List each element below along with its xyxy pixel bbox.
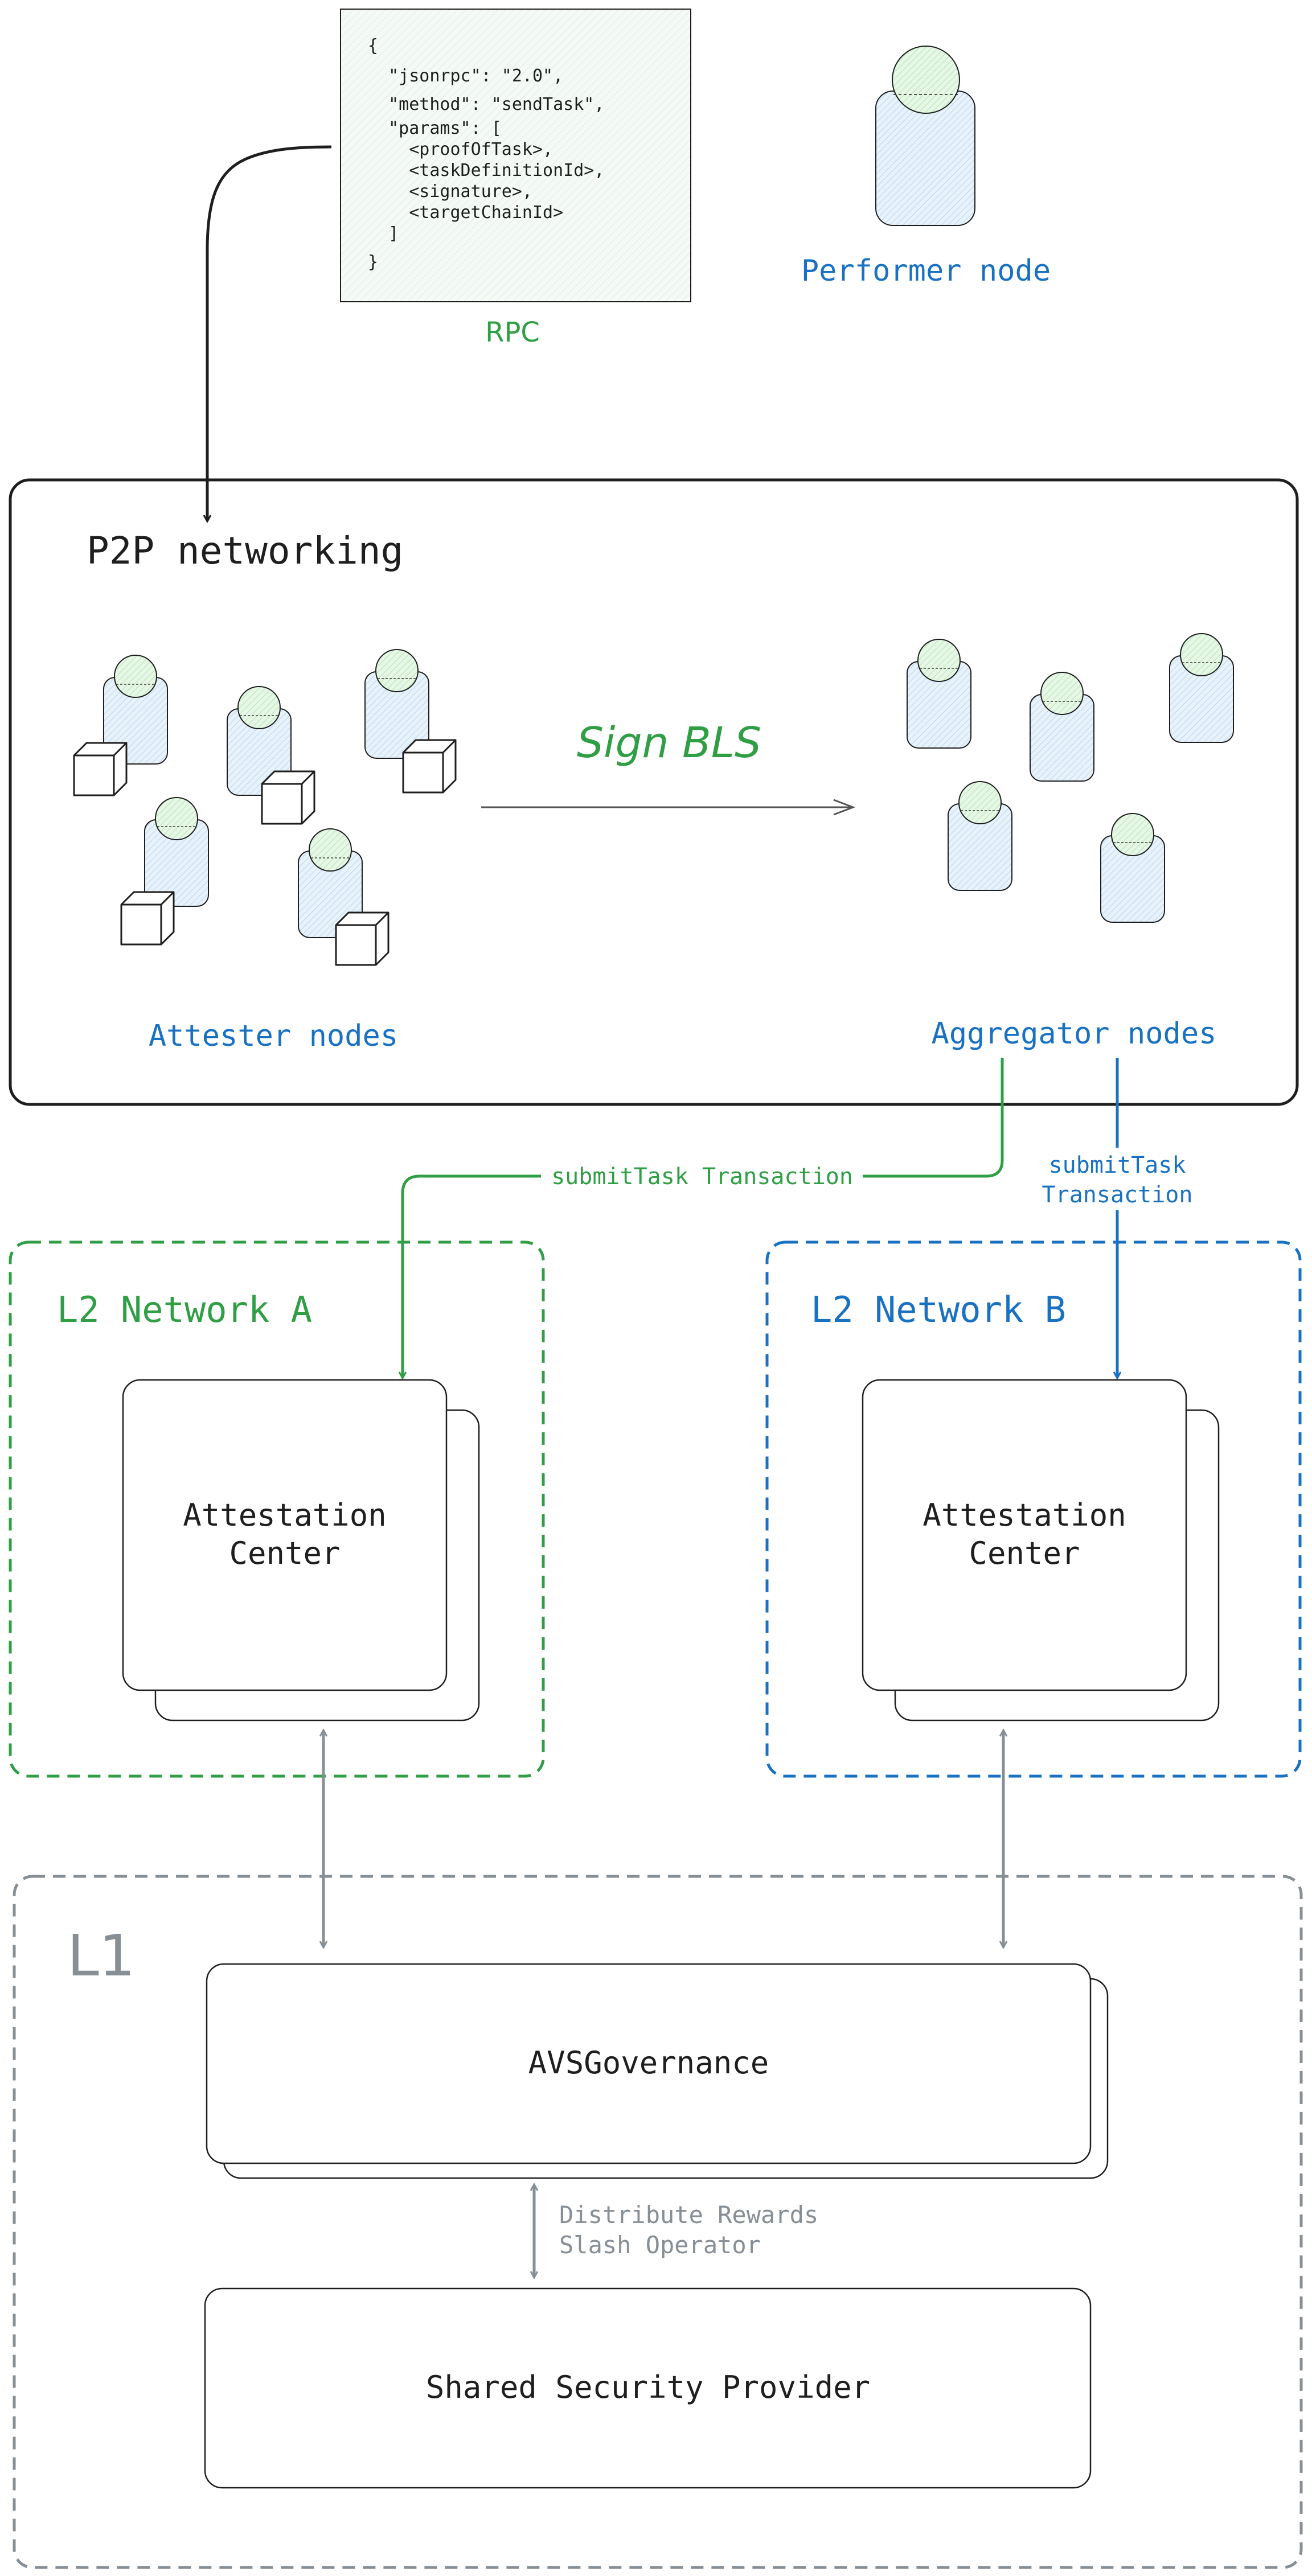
l2a-attestation-center: [122, 1379, 448, 1691]
attester-node: [227, 686, 315, 825]
rewards-label-line1: Distribute Rewards: [559, 2201, 818, 2229]
attester-label: Attester nodes: [149, 1019, 398, 1053]
l2a-frame: [9, 1240, 545, 1778]
aggregator-node: [1100, 813, 1165, 923]
submit-task-b-label-line1: submitTask: [1049, 1152, 1186, 1178]
cube-icon: [402, 739, 457, 794]
l2b-center-line2: Center: [969, 1535, 1080, 1571]
submit-task-a-label-bg: [541, 1161, 863, 1191]
sign-bls-label: Sign BLS: [577, 718, 761, 767]
rpc-card: { "jsonrpc": "2.0", "method": "sendTask"…: [340, 9, 691, 348]
cube-icon: [73, 742, 128, 796]
performer-label: Performer node: [801, 254, 1051, 288]
person-icon: [875, 46, 975, 226]
rpc-arrow: [207, 145, 332, 521]
l2b-frame: [765, 1240, 1302, 1778]
p2p-network-box: P2P networking Attester nodes Sign BLS A…: [9, 478, 1299, 1106]
submit-task-b-label-bg: [1031, 1148, 1204, 1210]
person-icon: [1100, 813, 1165, 923]
rpc-code-line: "params": [: [368, 118, 502, 138]
shared-security-provider-box: [204, 2287, 1092, 2489]
person-icon: [948, 781, 1012, 891]
aggregator-node: [948, 781, 1012, 891]
attester-node: [364, 649, 457, 794]
rpc-code-line: "jsonrpc": "2.0",: [368, 66, 563, 86]
p2p-title: P2P networking: [87, 529, 403, 573]
avs-governance-box: [206, 1963, 1092, 2164]
cube-icon: [261, 770, 315, 825]
person-icon: [364, 649, 429, 759]
l2b-title: L2 Network B: [811, 1289, 1066, 1330]
rpc-code-line: <taskDefinitionId>,: [368, 161, 604, 180]
rpc-label: RPC: [485, 317, 540, 348]
rpc-code-line: "method": "sendTask",: [368, 95, 604, 114]
l2-network-b: L2 Network B Attestation Center: [765, 1240, 1302, 1778]
person-icon: [1169, 633, 1234, 743]
rpc-code-line: <proofOfTask>,: [368, 139, 553, 159]
l2b-attestation-center: [862, 1379, 1187, 1691]
person-icon: [144, 797, 209, 907]
l2a-title: L2 Network A: [57, 1289, 312, 1330]
rpc-code-line: {: [368, 36, 378, 56]
attester-nodes: [73, 649, 457, 966]
p2p-frame: [9, 478, 1299, 1106]
rpc-code-line: <signature>,: [368, 182, 532, 202]
rewards-label-line2: Slash Operator: [559, 2231, 761, 2259]
cube-icon: [120, 891, 175, 946]
avs-governance-label: AVSGovernance: [528, 2045, 769, 2081]
rpc-code-line: }: [368, 252, 378, 272]
aggregator-node: [1169, 633, 1234, 743]
l2b-center-line1: Attestation: [922, 1497, 1126, 1533]
attester-node: [298, 828, 390, 966]
performer-node: Performer node: [801, 46, 1051, 288]
l1-frame: [13, 1875, 1303, 2569]
rpc-code-line: <targetChainId>: [368, 203, 563, 223]
person-icon: [1030, 672, 1094, 782]
rpc-code: { "jsonrpc": "2.0", "method": "sendTask"…: [368, 36, 604, 272]
aggregator-nodes: [907, 633, 1234, 923]
l1-title: L1: [67, 1922, 135, 1989]
shared-security-provider-label: Shared Security Provider: [426, 2369, 870, 2405]
rpc-code-line: ]: [368, 224, 399, 244]
l2a-center-line2: Center: [229, 1535, 340, 1571]
aggregator-node: [907, 639, 971, 749]
cube-icon: [335, 911, 390, 966]
aggregator-node: [1030, 672, 1094, 782]
submit-task-b-label-line2: Transaction: [1042, 1182, 1193, 1208]
person-icon: [907, 639, 971, 749]
submit-task-a-label: submitTask Transaction: [551, 1164, 853, 1190]
l1-network: L1 AVSGovernance Distribute Rewards Slas…: [13, 1875, 1303, 2569]
l2-network-a: L2 Network A Attestation Center: [9, 1240, 545, 1778]
attester-node: [73, 655, 168, 796]
aggregator-label: Aggregator nodes: [932, 1017, 1217, 1051]
l2a-center-line1: Attestation: [183, 1497, 387, 1533]
attester-node: [120, 797, 209, 946]
rpc-paper: [340, 9, 691, 302]
